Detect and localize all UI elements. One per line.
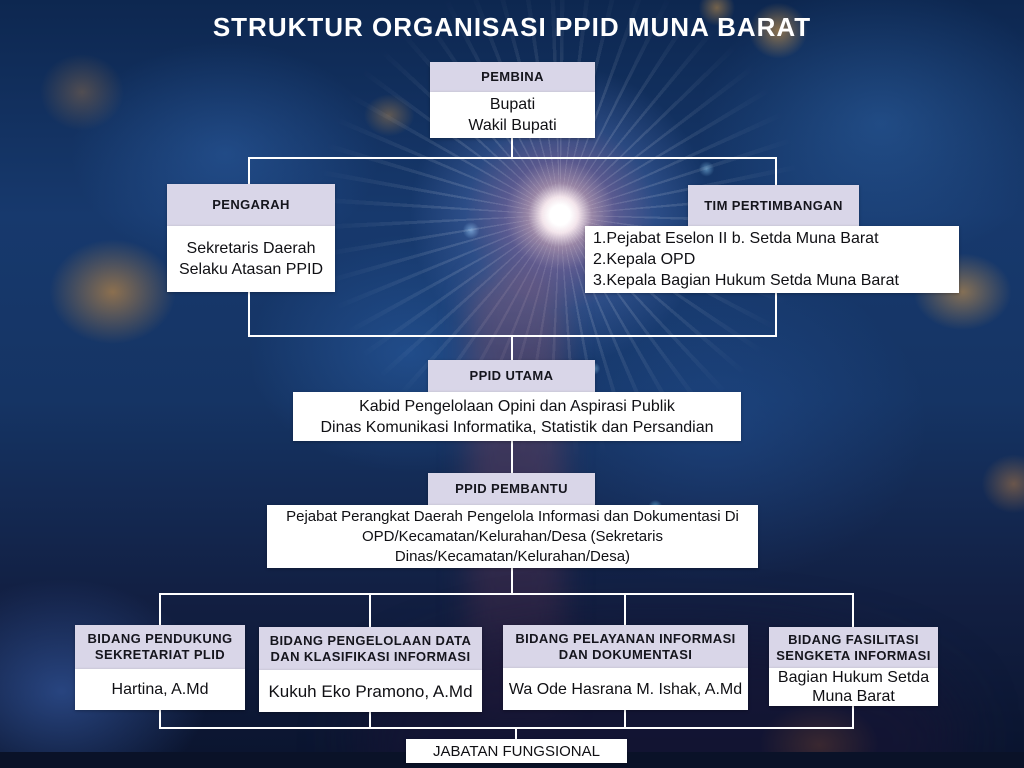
box-bidang-pengelolaan-title: BIDANG PENGELOLAAN DATA DAN KLASIFIKASI … bbox=[269, 632, 472, 664]
box-bidang-pendukung-header: BIDANG PENDUKUNG SEKRETARIAT PLID bbox=[75, 625, 245, 669]
box-pengarah-line: Selaku Atasan PPID bbox=[178, 261, 324, 278]
box-bidang-pendukung-line: Hartina, A.Md bbox=[111, 681, 209, 698]
box-pembina-body: Bupati Wakil Bupati bbox=[430, 92, 595, 138]
box-bidang-fasilitasi-line: Muna Barat bbox=[812, 688, 895, 705]
box-bidang-pengelolaan-body: Kukuh Eko Pramono, A.Md bbox=[259, 670, 482, 712]
connector-line bbox=[852, 593, 854, 627]
box-bidang-pendukung-title: BIDANG PENDUKUNG SEKRETARIAT PLID bbox=[87, 631, 233, 662]
box-tim-pertimbangan-line: 3.Kepala Bagian Hukum Setda Muna Barat bbox=[593, 272, 899, 289]
connector-line bbox=[852, 706, 854, 727]
box-pembina-line: Wakil Bupati bbox=[468, 117, 557, 134]
box-pengarah-header: PENGARAH bbox=[167, 184, 335, 226]
box-jabatan-fungsional: JABATAN FUNGSIONAL bbox=[406, 739, 627, 763]
box-ppid-pembantu-title: PPID PEMBANTU bbox=[455, 481, 568, 496]
box-pengarah-title: PENGARAH bbox=[212, 197, 290, 212]
box-bidang-fasilitasi-header: BIDANG FASILITASI SENGKETA INFORMASI bbox=[769, 627, 938, 668]
connector-line bbox=[511, 568, 513, 593]
box-tim-pertimbangan-title: TIM PERTIMBANGAN bbox=[704, 197, 843, 213]
box-jabatan-fungsional-label: JABATAN FUNGSIONAL bbox=[433, 742, 600, 760]
box-bidang-fasilitasi-body: Bagian Hukum Setda Muna Barat bbox=[769, 668, 938, 706]
box-bidang-pelayanan-line: Wa Ode Hasrana M. Ishak, A.Md bbox=[508, 680, 743, 698]
box-bidang-pelayanan-header: BIDANG PELAYANAN INFORMASI DAN DOKUMENTA… bbox=[503, 625, 748, 668]
connector-line bbox=[511, 131, 513, 157]
connector-line bbox=[159, 727, 854, 729]
box-pengarah-body: Sekretaris Daerah Selaku Atasan PPID bbox=[167, 226, 335, 292]
connector-line bbox=[515, 727, 517, 739]
box-ppid-pembantu-line: Dinas/Kecamatan/Kelurahan/Desa) bbox=[394, 547, 631, 565]
box-tim-pertimbangan-line: 2.Kepala OPD bbox=[593, 251, 696, 268]
box-bidang-pengelolaan-header: BIDANG PENGELOLAAN DATA DAN KLASIFIKASI … bbox=[259, 627, 482, 670]
connector-line bbox=[624, 710, 626, 727]
box-ppid-pembantu-body: Pejabat Perangkat Daerah Pengelola Infor… bbox=[267, 505, 758, 568]
connector-line bbox=[159, 710, 161, 727]
connector-line bbox=[624, 593, 626, 625]
box-bidang-fasilitasi-title: BIDANG FASILITASI SENGKETA INFORMASI bbox=[776, 631, 931, 663]
box-pengarah-line: Sekretaris Daerah bbox=[186, 240, 316, 257]
box-ppid-utama-title: PPID UTAMA bbox=[469, 368, 554, 383]
box-tim-pertimbangan-header: TIM PERTIMBANGAN bbox=[688, 185, 859, 226]
page-title: STRUKTUR ORGANISASI PPID MUNA BARAT bbox=[212, 12, 812, 42]
box-pembina-title: PEMBINA bbox=[481, 69, 544, 84]
connector-line bbox=[369, 712, 371, 727]
box-pembina-line: Bupati bbox=[489, 96, 536, 113]
box-pembina-header: PEMBINA bbox=[430, 62, 595, 92]
box-ppid-pembantu-line: Pejabat Perangkat Daerah Pengelola Infor… bbox=[286, 507, 739, 525]
box-ppid-pembantu-line: OPD/Kecamatan/Kelurahan/Desa (Sekretaris bbox=[362, 527, 663, 545]
box-tim-pertimbangan-line: 1.Pejabat Eselon II b. Setda Muna Barat bbox=[593, 230, 879, 247]
box-ppid-utama-header: PPID UTAMA bbox=[428, 360, 595, 392]
connector-line bbox=[159, 593, 161, 625]
box-ppid-pembantu-header: PPID PEMBANTU bbox=[428, 473, 595, 505]
connector-line bbox=[369, 593, 371, 627]
box-bidang-pendukung-body: Hartina, A.Md bbox=[75, 669, 245, 710]
box-bidang-fasilitasi-line: Bagian Hukum Setda bbox=[777, 669, 930, 686]
box-ppid-utama-body: Kabid Pengelolaan Opini dan Aspirasi Pub… bbox=[293, 392, 741, 441]
connector-line bbox=[511, 335, 513, 360]
box-ppid-utama-line: Dinas Komunikasi Informatika, Statistik … bbox=[320, 418, 714, 436]
box-ppid-utama-line: Kabid Pengelolaan Opini dan Aspirasi Pub… bbox=[359, 397, 675, 415]
box-bidang-pengelolaan-line: Kukuh Eko Pramono, A.Md bbox=[268, 681, 473, 701]
connector-line bbox=[511, 441, 513, 473]
connector-line bbox=[159, 593, 854, 595]
box-bidang-pelayanan-title: BIDANG PELAYANAN INFORMASI DAN DOKUMENTA… bbox=[515, 630, 736, 662]
box-tim-pertimbangan-body: 1.Pejabat Eselon II b. Setda Muna Barat … bbox=[585, 226, 959, 293]
box-bidang-pelayanan-body: Wa Ode Hasrana M. Ishak, A.Md bbox=[503, 668, 748, 710]
